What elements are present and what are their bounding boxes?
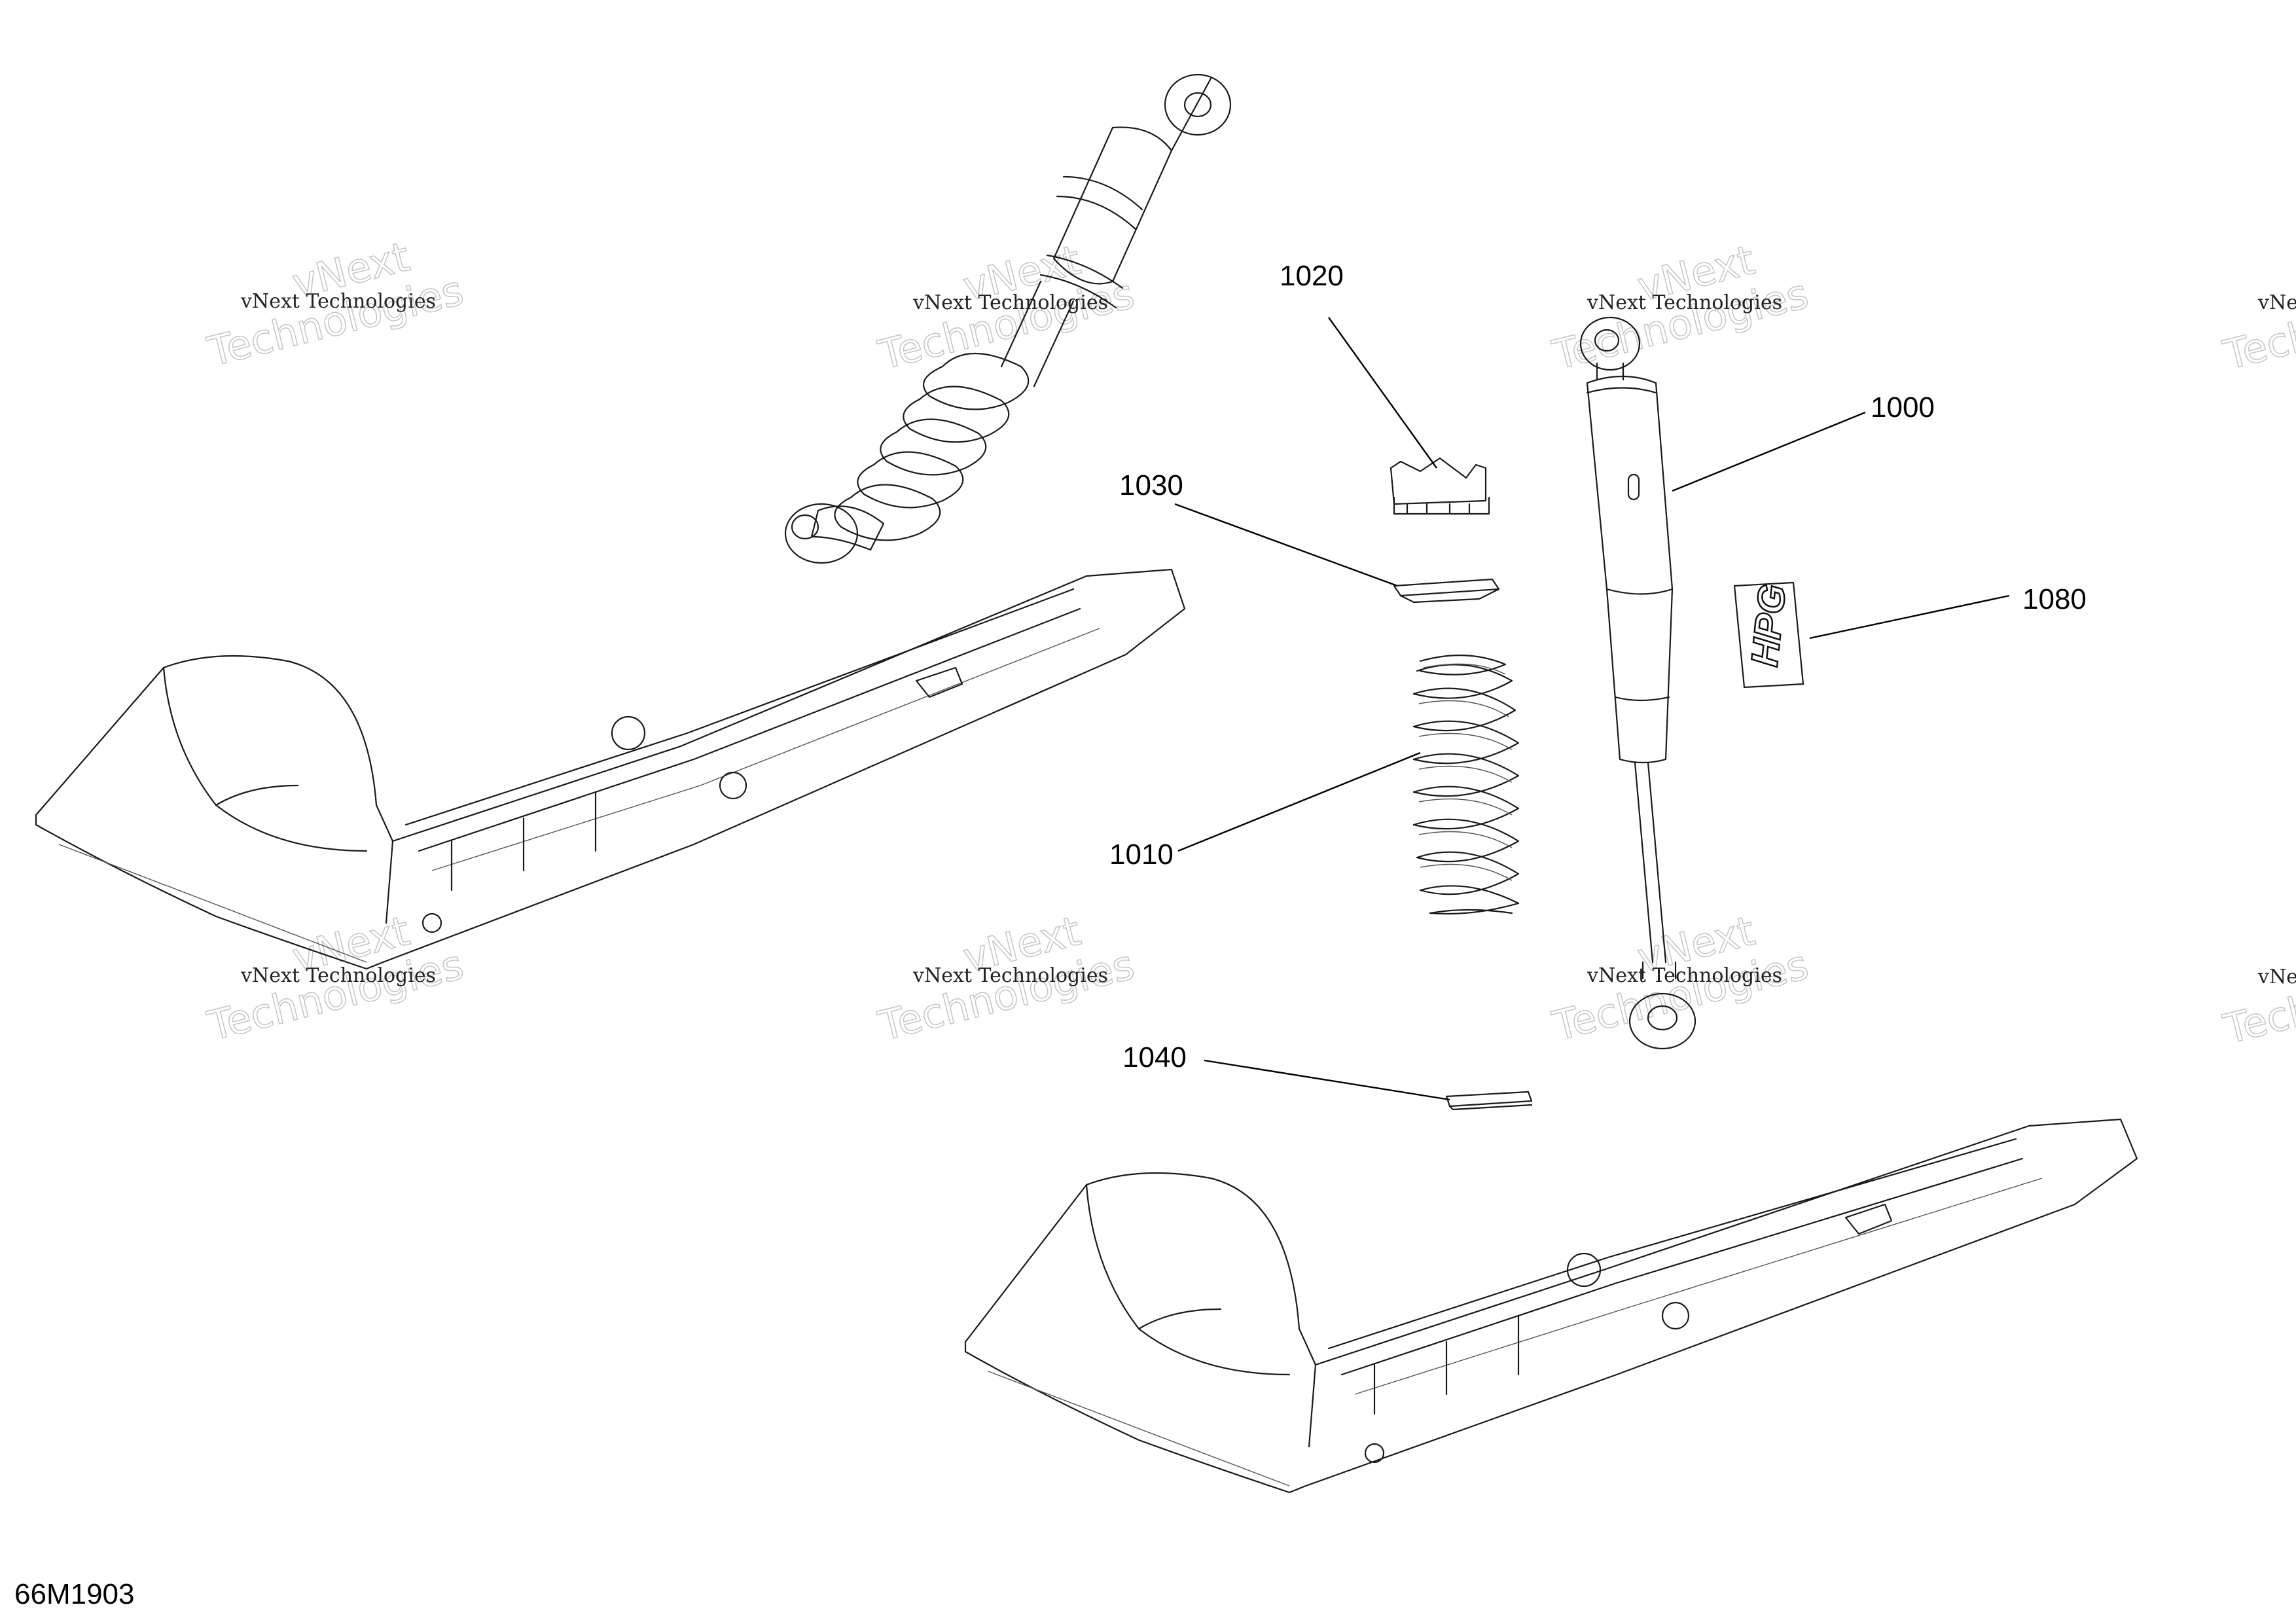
callout-1080: 1080 bbox=[2022, 583, 2087, 615]
callout-1010: 1010 bbox=[1109, 839, 1174, 871]
shock-assembly-illustration bbox=[784, 73, 1232, 564]
part-1000-illustration bbox=[1579, 316, 1696, 1050]
watermark-text: vNext Technologies bbox=[240, 290, 436, 313]
leader-line-1080 bbox=[1809, 594, 2010, 640]
leader-line-1040 bbox=[1204, 1059, 1450, 1101]
watermark-big: Technologies bbox=[2219, 270, 2296, 379]
watermark-group: Technologies vNext vNext Technologies Te… bbox=[202, 232, 2296, 1054]
watermark-text: vNext Technologies bbox=[1587, 964, 1782, 987]
part-1020-illustration bbox=[1390, 457, 1490, 515]
ski-illustration-left bbox=[35, 568, 1186, 970]
watermark-text: vNext Technologies bbox=[240, 964, 436, 987]
watermark-text: vNext Technologies bbox=[2257, 291, 2296, 314]
ski-illustration-right bbox=[964, 1118, 2138, 1494]
leader-line-1020 bbox=[1328, 317, 1437, 469]
callout-labels: 1000 1010 1020 1030 1040 1080 bbox=[1109, 260, 2087, 1074]
figure-id: 66M1903 bbox=[14, 1578, 134, 1610]
callout-1020: 1020 bbox=[1280, 260, 1344, 292]
leader-line-1000 bbox=[1672, 411, 1866, 492]
watermark-text: vNext Technologies bbox=[912, 964, 1108, 987]
leader-line-1010 bbox=[1177, 751, 1421, 852]
watermark-text: vNext Technologies bbox=[912, 291, 1108, 314]
watermark-text: vNext Technologies bbox=[2257, 965, 2296, 988]
watermark-text: vNext Technologies bbox=[1587, 291, 1782, 314]
leader-lines bbox=[1174, 317, 2010, 1101]
part-1030-illustration bbox=[1393, 578, 1500, 604]
callout-1000: 1000 bbox=[1871, 391, 1935, 424]
watermark-big: Technologies bbox=[2219, 944, 2296, 1053]
part-1080-decal: HPG bbox=[1733, 581, 1804, 689]
callout-1030: 1030 bbox=[1119, 469, 1183, 501]
part-1040-illustration bbox=[1445, 1091, 1533, 1111]
callout-1040: 1040 bbox=[1122, 1041, 1187, 1074]
decal-text: HPG bbox=[1743, 583, 1794, 669]
leader-line-1030 bbox=[1174, 503, 1398, 587]
part-1010-illustration bbox=[1412, 655, 1520, 915]
